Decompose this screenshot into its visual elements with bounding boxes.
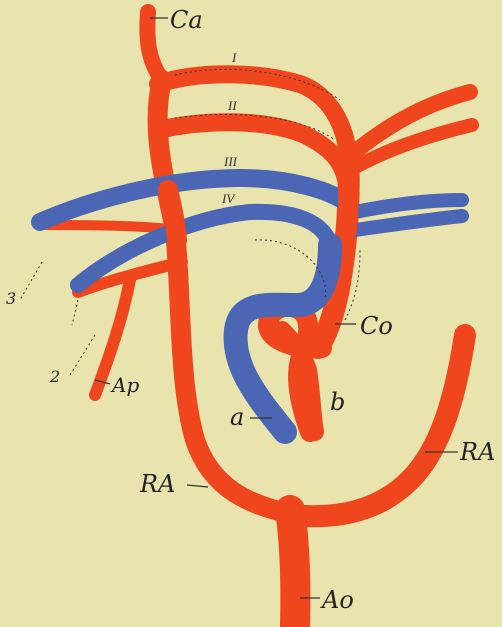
label-arch-II: II <box>227 98 237 113</box>
left-root-overlap <box>168 190 177 240</box>
label-arch-I: I <box>231 50 237 65</box>
label-number-3: 3 <box>6 289 16 308</box>
label-arch-III: III <box>223 154 238 169</box>
label-ra-left: RA <box>139 470 175 498</box>
central-trunk-overlap <box>347 190 348 230</box>
label-ap: Ap <box>110 373 139 397</box>
label-ra-right: RA <box>459 438 495 466</box>
label-co: Co <box>360 312 393 340</box>
label-ao: Ao <box>320 586 354 614</box>
label-a: a <box>230 403 244 431</box>
label-ca: Ca <box>170 6 203 34</box>
label-b: b <box>330 388 345 416</box>
label-number-2: 2 <box>49 367 60 386</box>
aorta-descending <box>290 510 295 627</box>
label-arch-IV: IV <box>221 191 236 206</box>
